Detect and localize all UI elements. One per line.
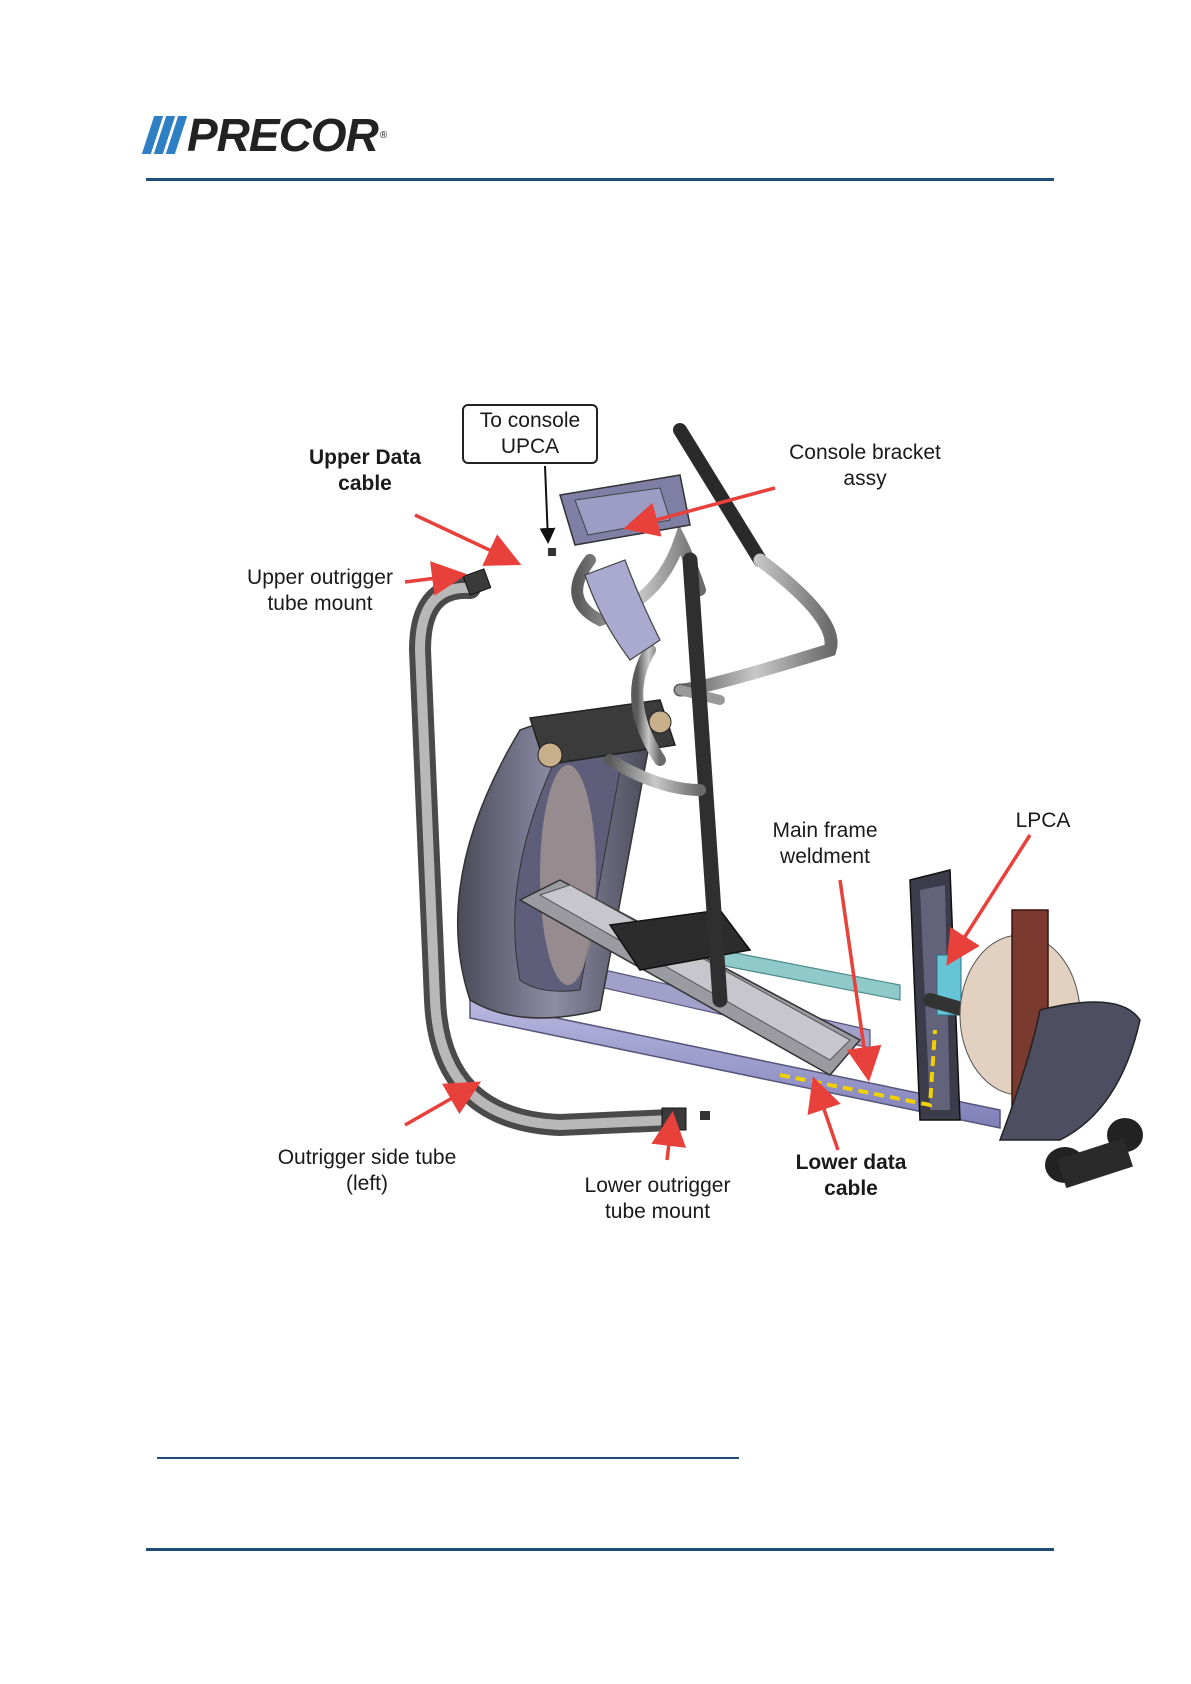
console-callout-arrow [545, 466, 548, 540]
label-outrigger-side-tube: Outrigger side tube (left) [262, 1145, 472, 1197]
to-console-upca-callout: To console UPCA [462, 404, 598, 464]
callout-line-1: To console [464, 408, 596, 434]
label-lower-data-cable: Lower data cable [786, 1150, 916, 1202]
upper-outrigger-mount [463, 548, 556, 595]
label-line: tube mount [235, 591, 405, 617]
callout-line-2: UPCA [464, 434, 596, 460]
lower-outrigger-mount [662, 1108, 710, 1130]
label-line: (left) [262, 1171, 472, 1197]
flywheel [960, 910, 1143, 1188]
label-line: tube mount [570, 1199, 745, 1225]
label-line: Upper outrigger [235, 565, 405, 591]
label-line: Lower data [786, 1150, 916, 1176]
label-line: weldment [760, 844, 890, 870]
label-line: cable [290, 471, 440, 497]
label-line: assy [780, 466, 950, 492]
label-line: Outrigger side tube [262, 1145, 472, 1171]
label-lower-outrigger-mount: Lower outrigger tube mount [570, 1173, 745, 1225]
label-main-frame: Main frame weldment [760, 818, 890, 870]
label-line: Console bracket [780, 440, 950, 466]
label-line: Lower outrigger [570, 1173, 745, 1199]
label-line: Main frame [760, 818, 890, 844]
label-upper-data-cable: Upper Data cable [290, 445, 440, 497]
footer-rule [146, 1548, 1054, 1551]
label-lpca: LPCA [1008, 808, 1078, 834]
label-line: Upper Data [290, 445, 440, 471]
footnote-separator [157, 1457, 739, 1459]
label-console-bracket: Console bracket assy [780, 440, 950, 492]
label-upper-outrigger-mount: Upper outrigger tube mount [235, 565, 405, 617]
label-line: cable [786, 1176, 916, 1202]
